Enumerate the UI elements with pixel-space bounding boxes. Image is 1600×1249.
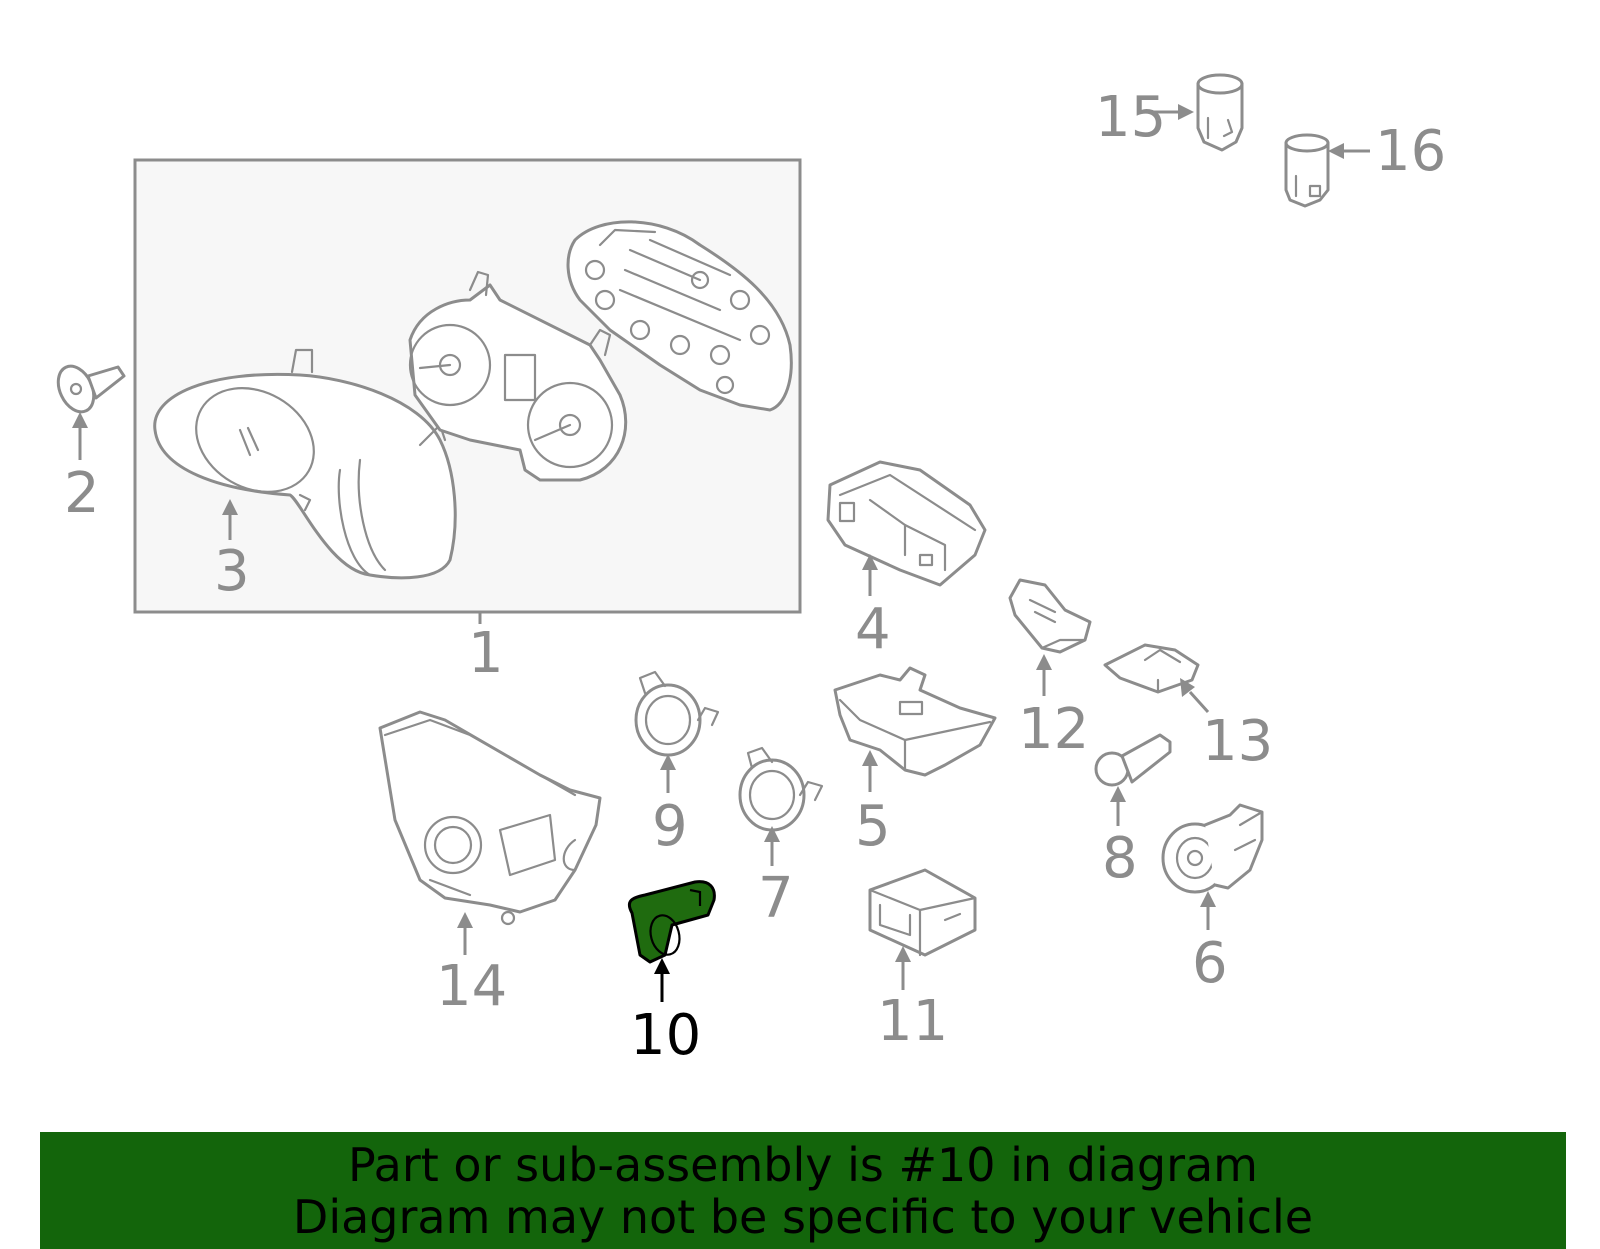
callout-4: 4 [855,597,891,662]
callout-1: 1 [468,621,504,686]
info-banner: Part or sub-assembly is #10 in diagram D… [40,1132,1566,1249]
part-7-ring[interactable] [738,746,824,832]
callout-3: 3 [214,539,250,604]
part-6-ignition-switch[interactable] [1161,803,1264,894]
callout-12: 12 [1018,697,1089,762]
banner-line-2: Diagram may not be specific to your vehi… [292,1189,1314,1244]
callout-9: 9 [652,794,688,859]
callout-15: 15 [1095,85,1166,150]
part-15-bulb-socket[interactable] [1196,73,1244,152]
callout-11: 11 [877,989,948,1054]
part-9-ring[interactable] [634,670,720,757]
part-1-gauge-face[interactable] [408,270,628,482]
callout-16: 16 [1375,119,1446,184]
callout-6: 6 [1192,931,1228,996]
part-5-bracket[interactable] [833,666,997,777]
leader-arrows [72,104,1370,1002]
part-4-switch-panel[interactable] [826,460,987,587]
callout-5: 5 [855,794,891,859]
part-2-screw[interactable] [51,360,126,417]
part-11-jack[interactable] [868,868,977,957]
part-12-switch[interactable] [1008,578,1092,654]
part-10-highlighted[interactable] [627,880,716,964]
part-3-cluster-hood[interactable] [153,348,457,580]
callout-7: 7 [758,866,794,931]
banner-line-1: Part or sub-assembly is #10 in diagram [348,1137,1258,1192]
callout-13: 13 [1202,709,1273,774]
part-13-bracket[interactable] [1103,643,1200,694]
part-1-circuit-board[interactable] [566,220,793,412]
callout-2: 2 [64,461,100,526]
callout-14: 14 [436,954,507,1019]
callout-8: 8 [1102,826,1138,891]
callout-10: 10 [630,1003,701,1068]
part-8-bulb[interactable] [1094,733,1172,787]
part-16-bulb-socket[interactable] [1284,133,1330,208]
part-14-climate-panel[interactable] [378,710,602,926]
